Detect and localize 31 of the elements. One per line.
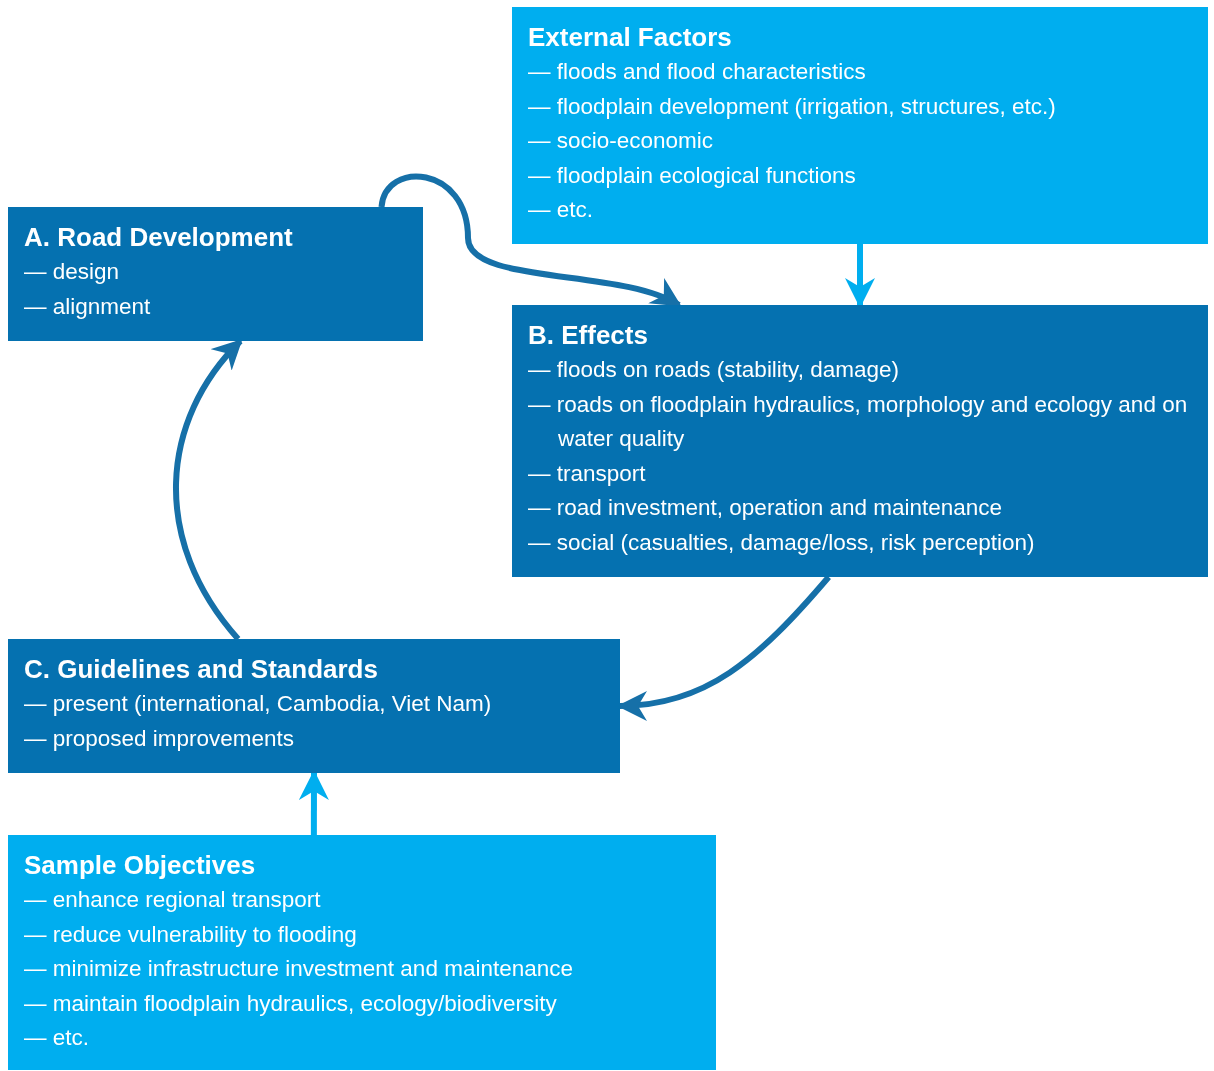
list-item: — social (casualties, damage/loss, risk perception)	[528, 528, 1036, 557]
list-item: — maintain floodplain hydraulics, ecology/biodiversity	[24, 989, 558, 1018]
list-item: — roads on floodplain hydraulics, morphology and ecology and on water quality	[528, 390, 1189, 453]
list-item: — enhance regional transport	[24, 886, 322, 914]
list-item: — floodplain development (irrigation, structures, etc.)	[528, 92, 1057, 121]
text-box	[512, 7, 1208, 244]
list-item: — design	[24, 258, 121, 286]
box-heading: C. Guidelines and Standards	[24, 653, 379, 686]
text-box	[8, 207, 423, 341]
list-item: — socio-economic	[528, 127, 715, 155]
arrow	[845, 244, 875, 308]
list-item: — floods and flood characteristics	[528, 58, 867, 86]
box-heading: A. Road Development	[24, 221, 294, 254]
text-box	[8, 835, 716, 1070]
text-box	[512, 305, 1208, 577]
list-item: — etc.	[24, 1024, 91, 1052]
list-item: — alignment	[24, 292, 152, 321]
list-item: — present (international, Cambodia, Viet Nam)	[24, 690, 493, 718]
arrow	[378, 173, 682, 308]
box-heading: Sample Objectives	[24, 849, 257, 882]
list-item: — minimize infrastructure investment and maintenance	[24, 955, 574, 983]
box-heading: B. Effects	[528, 319, 649, 352]
list-item: — transport	[528, 459, 647, 488]
list-item: — etc.	[528, 196, 595, 224]
list-item: — floods on roads (stability, damage)	[528, 356, 900, 384]
list-item: — road investment, operation and maintenance	[528, 494, 1004, 522]
text-box	[8, 639, 620, 773]
list-item: — reduce vulnerability to flooding	[24, 920, 358, 949]
list-item: — proposed improvements	[24, 724, 296, 753]
box-heading: External Factors	[528, 21, 733, 54]
list-item: — floodplain ecological functions	[528, 161, 857, 190]
